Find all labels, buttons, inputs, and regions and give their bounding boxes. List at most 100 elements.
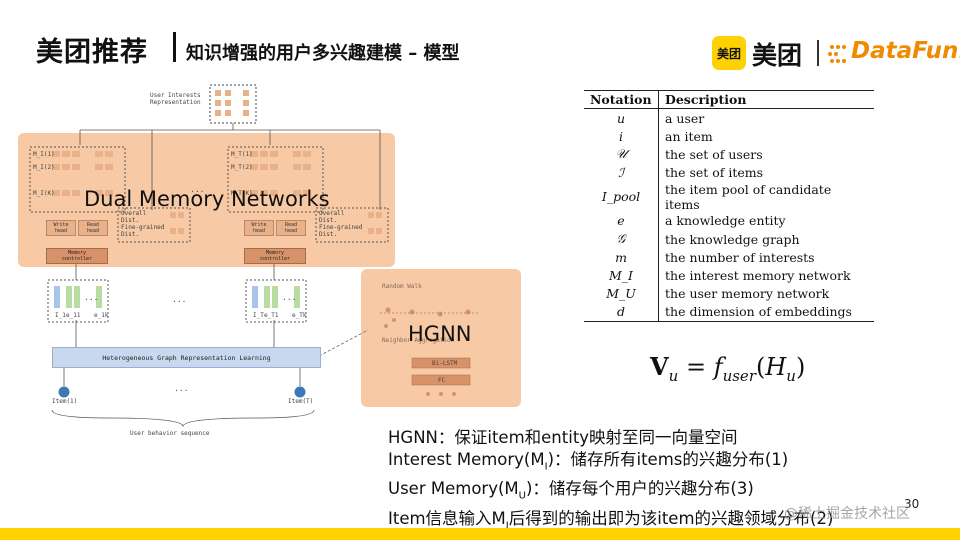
bi-lstm-label: Bi-LSTM — [432, 360, 458, 367]
description-cell: a knowledge entity — [665, 213, 786, 229]
seq-label: I_1 — [55, 312, 66, 319]
model-diagram: User Interests Representation M_I(1) M_I… — [0, 80, 540, 450]
read-head-box: Read head — [276, 220, 306, 236]
seq-label: e_Tk — [292, 312, 307, 319]
datafun-dots-icon — [828, 45, 846, 63]
table-row: i an item — [584, 127, 874, 146]
notation-cell: ℐ — [584, 163, 659, 182]
title-divider — [173, 32, 176, 62]
seq-label: e_T1 — [264, 312, 279, 319]
seq-label: e_1k — [94, 312, 109, 319]
note-text: )：储存每个用户的兴趣分布(3) — [525, 479, 754, 499]
notation-cell: d — [584, 302, 659, 322]
read-head-box: Read head — [78, 220, 108, 236]
formula-arg-sub: u — [786, 366, 796, 385]
note-line: HGNN：保证item和entity映射至同一向量空间 — [388, 427, 833, 449]
note-text: 后得到的输出即为该item的兴趣领域分布(2) — [508, 508, 834, 528]
datafun-logo-text: DataFun. — [851, 38, 960, 64]
slide-subtitle: 知识增强的用户多兴趣建模 – 模型 — [186, 43, 460, 64]
table-row: M_I the interest memory network — [584, 266, 874, 285]
description-cell: the user memory network — [665, 286, 830, 302]
table-header-row: Notation Description — [584, 90, 874, 109]
formula-lhs: V — [650, 352, 669, 381]
notation-cell: 𝒢 — [584, 229, 659, 249]
item-last-label: Item(T) — [288, 398, 314, 405]
table-row: M_U the user memory network — [584, 284, 874, 303]
mem-row-label: M_T(1) — [231, 151, 253, 158]
note-line: User Memory(MU)：储存每个用户的兴趣分布(3) — [388, 478, 833, 507]
page-number: 30 — [904, 497, 920, 511]
item-ellipsis: ... — [174, 384, 189, 393]
mem-row-label: M_T(K) — [231, 190, 253, 197]
overall-finegrained-label: Overall Dist. Fine-grained Dist. — [319, 210, 363, 238]
item-first-label: Item(1) — [52, 398, 78, 405]
memory-controller-box: Memory controller — [244, 248, 306, 264]
seq-ellipsis: ... — [282, 293, 297, 302]
note-subscript: I — [544, 461, 548, 473]
random-walk-label: Random Walk — [382, 283, 422, 290]
description-cell: the interest memory network — [665, 267, 851, 283]
hg-representation-learning-bar: Heterogeneous Graph Representation Learn… — [52, 347, 321, 368]
user-behavior-sequence-label: User behavior sequence — [130, 430, 210, 437]
notation-cell: M_I — [584, 266, 659, 285]
description-cell: a user — [665, 110, 705, 126]
mem-row-label: M_T(2) — [231, 164, 253, 171]
table-row: m the number of interests — [584, 248, 874, 267]
neighbor-aggregation-label: Neighbor Aggregation — [382, 337, 455, 344]
notation-cell: m — [584, 248, 659, 267]
overall-finegrained-label: Overall Dist. Fine-grained Dist. — [121, 210, 165, 238]
note-subscript: I — [505, 519, 509, 531]
note-line: Item信息输入MI后得到的输出即为该item的兴趣领域分布(2) — [388, 508, 833, 537]
description-cell: the set of users — [665, 146, 763, 162]
description-cell: an item — [665, 128, 713, 144]
notation-cell: e — [584, 211, 659, 230]
notation-cell: M_U — [584, 284, 659, 303]
mem-row-label: M_I(1) — [33, 151, 55, 158]
diagram-ellipsis: ... — [190, 185, 205, 194]
memory-controller-box: Memory controller — [46, 248, 108, 264]
description-cell: the set of items — [665, 165, 764, 181]
diagram-connections — [29, 84, 478, 428]
bottom-accent-band — [0, 528, 960, 540]
description-cell: the dimension of embeddings — [658, 302, 874, 322]
note-line: Interest Memory(MI)：储存所有items的兴趣分布(1) — [388, 449, 833, 478]
meituan-logo-badge: 美团 — [712, 36, 746, 70]
seq-label: e_11 — [66, 312, 81, 319]
logo-divider — [817, 40, 819, 66]
note-text: )：储存所有items的兴趣分布(1) — [547, 450, 789, 469]
note-text: Item信息输入M — [388, 508, 506, 528]
seq-ellipsis: ... — [84, 293, 99, 302]
meituan-logo-text: 美团 — [752, 41, 803, 70]
formula-lhs-sub: u — [668, 366, 679, 385]
formula-arg: H — [765, 353, 787, 381]
description-cell: the item pool of candidate items — [665, 181, 832, 212]
notation-cell: 𝒰 — [584, 145, 659, 164]
meituan-badge-text: 美团 — [716, 46, 741, 61]
user-representation-formula: Vu = fuser(Hu) — [650, 352, 806, 385]
user-interests-repr-label: User Interests Representation — [150, 92, 201, 106]
dual-memory-networks-label: Dual Memory Networks — [84, 187, 330, 211]
formula-eq: = — [685, 353, 707, 381]
header-notation: Notation — [584, 90, 659, 109]
explanation-notes: HGNN：保证item和entity映射至同一向量空间 Interest Mem… — [388, 427, 833, 537]
description-cell: the knowledge graph — [665, 231, 800, 247]
write-head-box: Write head — [46, 220, 76, 236]
formula-fn-sub: user — [722, 366, 756, 385]
header-description: Description — [658, 90, 874, 109]
notation-cell: i — [584, 127, 659, 146]
formula-fn: f — [713, 353, 723, 381]
notation-cell: I_pool — [584, 181, 659, 212]
note-text: User Memory(M — [388, 479, 519, 499]
fc-label: FC — [438, 377, 446, 384]
description-cell: the number of interests — [665, 249, 815, 265]
seq-label: I_T — [253, 312, 264, 319]
write-head-box: Write head — [244, 220, 274, 236]
table-row: e a knowledge entity — [584, 211, 874, 230]
